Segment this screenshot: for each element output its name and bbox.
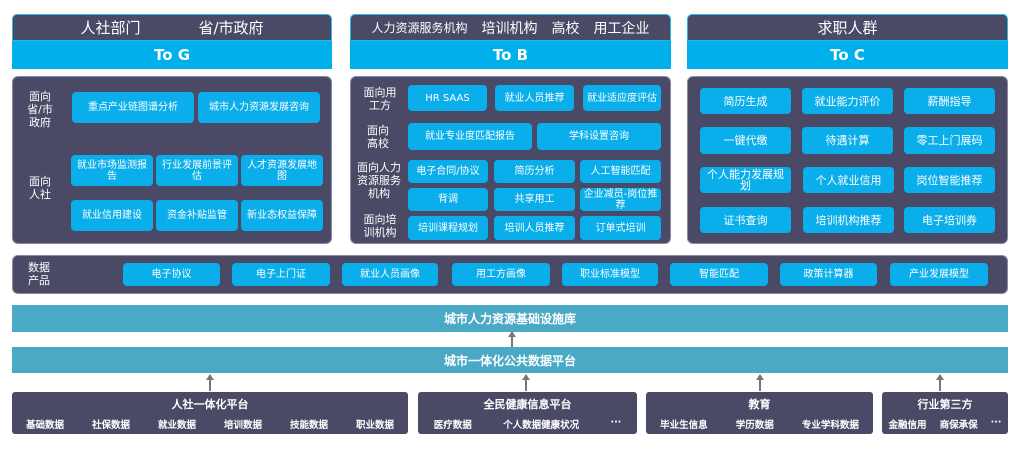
source-item: 金融信用	[888, 420, 927, 431]
service-button[interactable]: 订单式培训	[580, 216, 661, 240]
data-product-button[interactable]: 用工方画像	[452, 263, 550, 286]
service-button[interactable]: 一键代缴	[700, 127, 791, 154]
group-label: 面向培训机构	[363, 213, 397, 239]
arrow-up-icon	[206, 374, 214, 391]
arrow-up-icon	[522, 374, 530, 391]
source-item: 技能数据	[289, 420, 328, 431]
source-box: 行业第三方 金融信用 商保承保 ···	[882, 392, 1008, 434]
group-label: 面向用工方	[363, 86, 397, 112]
data-products-label: 数据产品	[28, 261, 50, 287]
source-box: 人社一体化平台 基础数据 社保数据 就业数据 培训数据 技能数据 职业数据	[12, 392, 408, 434]
service-button[interactable]: 培训机构推荐	[803, 207, 894, 233]
to-c-audience-header: 求职人群	[687, 14, 1008, 41]
service-button[interactable]: 就业专业度匹配报告	[408, 123, 532, 150]
service-button[interactable]: 岗位智能推荐	[904, 167, 995, 193]
arrow-up-icon	[508, 331, 516, 347]
service-button[interactable]: 就业信用建设	[71, 200, 153, 231]
source-title: 人社一体化平台	[171, 398, 249, 411]
source-item: 商保承保	[939, 420, 978, 431]
service-button[interactable]: 简历生成	[700, 88, 791, 114]
service-button[interactable]: 就业适应度评估	[583, 85, 661, 111]
source-item: 专业学科数据	[801, 420, 859, 431]
to-b-banner: To B	[350, 41, 671, 69]
service-button[interactable]: 培训人员推荐	[494, 216, 575, 240]
source-item: 基础数据	[25, 420, 64, 431]
group-label: 面向人社	[29, 175, 51, 201]
service-button[interactable]: 背调	[408, 188, 488, 211]
data-product-button[interactable]: 职业标准模型	[562, 263, 658, 286]
source-item: 培训数据	[223, 420, 262, 431]
infrastructure-bar: 城市人力资源基础设施库	[12, 305, 1008, 332]
service-button[interactable]: 简历分析	[494, 160, 575, 183]
service-button[interactable]: 电子合同/协议	[408, 160, 488, 183]
data-product-button[interactable]: 就业人员画像	[342, 263, 438, 286]
service-button[interactable]: 行业发展前景评估	[156, 155, 238, 186]
data-product-button[interactable]: 电子上门证	[232, 263, 330, 286]
platform-bar: 城市一体化公共数据平台	[12, 347, 1008, 373]
source-item: 学历数据	[735, 420, 774, 431]
service-button[interactable]: HR SAAS	[408, 85, 487, 111]
service-button[interactable]: 新业态权益保障	[241, 200, 323, 231]
arrow-up-icon	[756, 374, 764, 391]
service-button[interactable]: 培训课程规划	[408, 216, 488, 240]
source-item: 社保数据	[91, 420, 130, 431]
service-button[interactable]: 城市人力资源发展咨询	[198, 92, 320, 123]
source-box: 全民健康信息平台 医疗数据 个人数据健康状况 ···	[418, 392, 637, 434]
audience-label: 高校	[551, 20, 580, 37]
service-button[interactable]: 就业市场监测报告	[71, 155, 153, 186]
service-button[interactable]: 个人就业信用	[803, 167, 894, 193]
to-b-audience-header: 人力资源服务机构 培训机构 高校 用工企业	[350, 14, 671, 41]
group-label: 面向省/市政府	[27, 90, 53, 129]
data-product-button[interactable]: 电子协议	[123, 263, 220, 286]
service-button[interactable]: 电子培训券	[904, 207, 995, 233]
source-title: 教育	[748, 398, 771, 411]
source-item: 医疗数据	[433, 420, 472, 431]
service-button[interactable]: 重点产业链图谱分析	[72, 92, 194, 123]
service-button[interactable]: 共享用工	[494, 188, 575, 211]
source-item: 个人数据健康状况	[503, 420, 580, 431]
to-g-banner: To G	[12, 41, 332, 69]
audience-label: 人力资源服务机构	[371, 21, 468, 35]
source-title: 全民健康信息平台	[483, 398, 572, 411]
source-item: 职业数据	[355, 420, 394, 431]
service-button[interactable]: 就业能力评价	[802, 88, 893, 114]
service-button[interactable]: 资金补贴监管	[156, 200, 238, 231]
data-product-button[interactable]: 智能匹配	[670, 263, 768, 286]
service-button[interactable]: 零工上门展码	[904, 127, 995, 154]
service-button[interactable]: 学科设置咨询	[537, 123, 661, 150]
group-label: 面向人力资源服务机构	[357, 161, 401, 200]
audience-label: 求职人群	[817, 19, 878, 37]
source-item: ···	[990, 417, 1002, 428]
source-item: ···	[610, 417, 622, 428]
to-g-audience-header: 人社部门 省/市政府	[12, 14, 332, 41]
service-button[interactable]: 待遇计算	[802, 127, 893, 154]
source-item: 毕业生信息	[660, 420, 708, 431]
service-button[interactable]: 就业人员推荐	[495, 85, 574, 111]
arrow-up-icon	[936, 374, 944, 391]
audience-label: 用工企业	[593, 20, 650, 37]
data-product-button[interactable]: 政策计算器	[780, 263, 877, 286]
service-button[interactable]: 人工智能匹配	[580, 160, 661, 183]
data-product-button[interactable]: 产业发展模型	[890, 263, 988, 286]
to-c-banner: To C	[687, 41, 1008, 69]
group-label: 面向高校	[367, 124, 389, 150]
source-box: 教育 毕业生信息 学历数据 专业学科数据	[646, 392, 873, 434]
service-button[interactable]: 人才资源发展地图	[241, 155, 323, 186]
service-button[interactable]: 企业减员-岗位推荐	[580, 188, 661, 211]
audience-label: 培训机构	[481, 20, 538, 37]
source-item: 就业数据	[157, 420, 196, 431]
service-button[interactable]: 个人能力发展规划	[700, 167, 791, 193]
service-button[interactable]: 证书查询	[700, 207, 791, 233]
audience-label: 省/市政府	[198, 19, 264, 37]
source-title: 行业第三方	[917, 398, 973, 411]
audience-label: 人社部门	[80, 19, 141, 37]
service-button[interactable]: 薪酬指导	[904, 88, 995, 114]
